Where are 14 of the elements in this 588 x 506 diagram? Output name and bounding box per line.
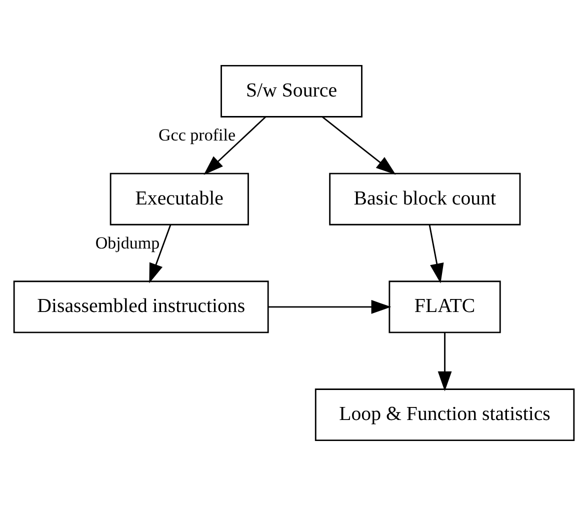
node-box: Disassembled instructions: [13, 280, 269, 334]
arrow: [322, 116, 396, 175]
arrow: [438, 332, 452, 392]
node-box: Basic block count: [329, 172, 521, 226]
arrow: [428, 224, 444, 284]
node-box: FLATC: [388, 280, 501, 334]
edge-label: Objdump: [95, 234, 160, 253]
arrow: [204, 116, 266, 175]
arrow: [149, 224, 172, 284]
node-box: Executable: [110, 172, 249, 226]
node-box: Loop & Function statistics: [314, 388, 575, 442]
node-box: S/w Source: [220, 64, 362, 118]
arrow: [268, 300, 392, 314]
edge-label: Gcc profile: [158, 125, 236, 144]
